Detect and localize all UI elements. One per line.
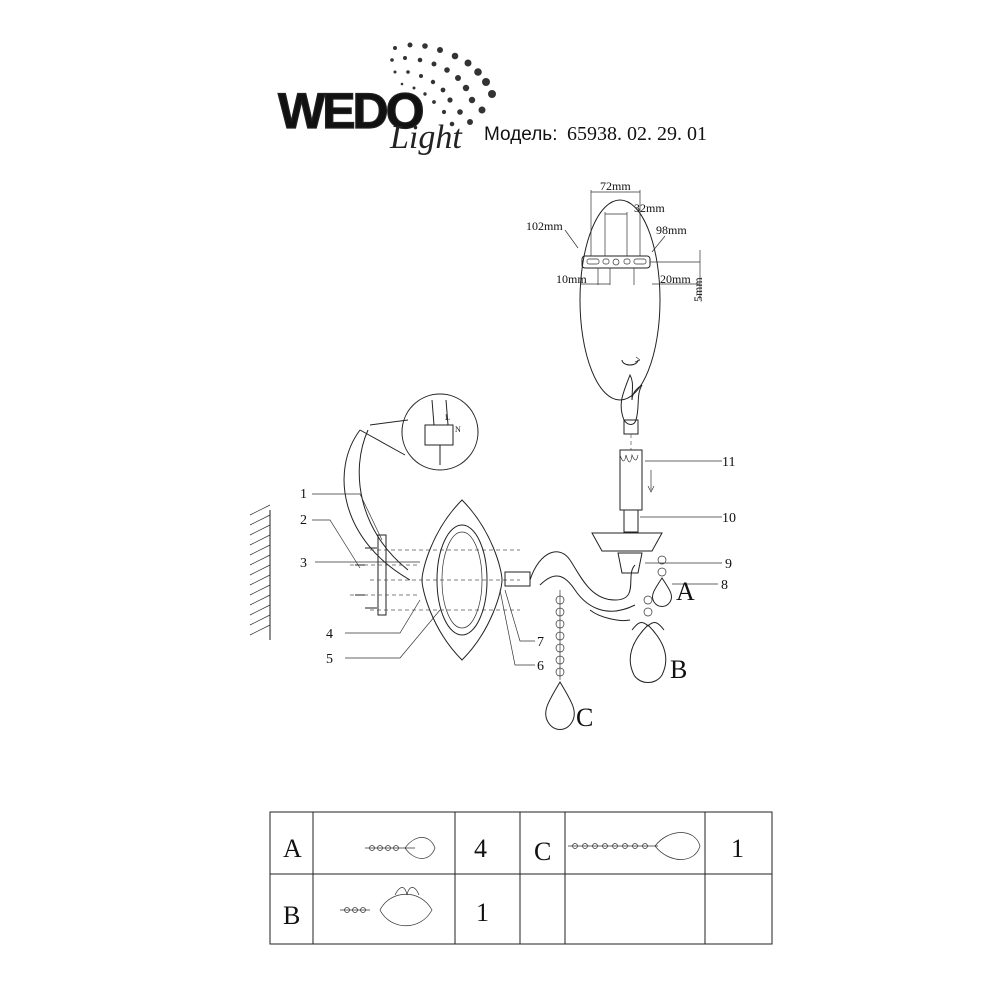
pendant-label-c: C xyxy=(576,703,593,732)
callout-7: 7 xyxy=(537,635,544,650)
dim-20: 20mm xyxy=(660,272,691,286)
wire-n-label: N xyxy=(455,425,461,434)
callout-8: 8 xyxy=(721,578,728,593)
callout-2: 2 xyxy=(300,513,307,528)
part-qty-c: 1 xyxy=(731,834,744,863)
dim-10: 10mm xyxy=(556,272,587,286)
callout-labels: 1 2 3 4 5 6 7 8 9 10 11 A B C xyxy=(300,455,736,732)
dim-102: 102mm xyxy=(526,219,563,233)
dim-32: 32mm xyxy=(634,201,665,215)
pendant-label-b: B xyxy=(670,655,687,684)
parts-table: A 4 C 1 B 1 xyxy=(269,811,773,945)
mounting-bracket-dimensions: 72mm 32mm 102mm 98mm 10mm 20mm 5mm xyxy=(526,179,705,401)
model-number: 65938. 02. 29. 01 xyxy=(567,123,707,145)
wiring-detail: L N xyxy=(343,393,479,581)
callout-10: 10 xyxy=(722,511,736,526)
logo-wordmark: WEDO xyxy=(278,83,423,139)
callout-4: 4 xyxy=(326,627,333,642)
callout-11: 11 xyxy=(722,455,735,470)
wall-hatch xyxy=(249,504,271,640)
callout-3: 3 xyxy=(300,556,307,571)
dim-72: 72mm xyxy=(600,179,631,193)
dim-98: 98mm xyxy=(656,223,687,237)
leader-lines xyxy=(312,460,722,666)
part-code-c: C xyxy=(534,837,551,866)
part-code-b: B xyxy=(283,901,300,930)
callout-1: 1 xyxy=(300,487,307,502)
pendant-label-a: A xyxy=(676,577,695,606)
brand-logo: WEDO Light xyxy=(277,42,496,156)
callout-9: 9 xyxy=(725,557,732,572)
wire-l-label: L xyxy=(445,413,450,422)
bracket-screws xyxy=(350,534,520,616)
callout-6: 6 xyxy=(537,659,544,674)
callout-5: 5 xyxy=(326,652,333,667)
dim-5: 5mm xyxy=(691,277,705,302)
model-label: Модель: xyxy=(484,124,557,145)
part-qty-a: 4 xyxy=(474,834,487,863)
part-qty-b: 1 xyxy=(476,898,489,927)
arm-and-cup xyxy=(529,532,663,621)
part-code-a: A xyxy=(283,834,302,863)
pendants xyxy=(545,555,673,730)
bulb-and-candle xyxy=(619,356,655,533)
backplate xyxy=(421,499,531,661)
svg-text:Light: Light xyxy=(389,119,463,156)
